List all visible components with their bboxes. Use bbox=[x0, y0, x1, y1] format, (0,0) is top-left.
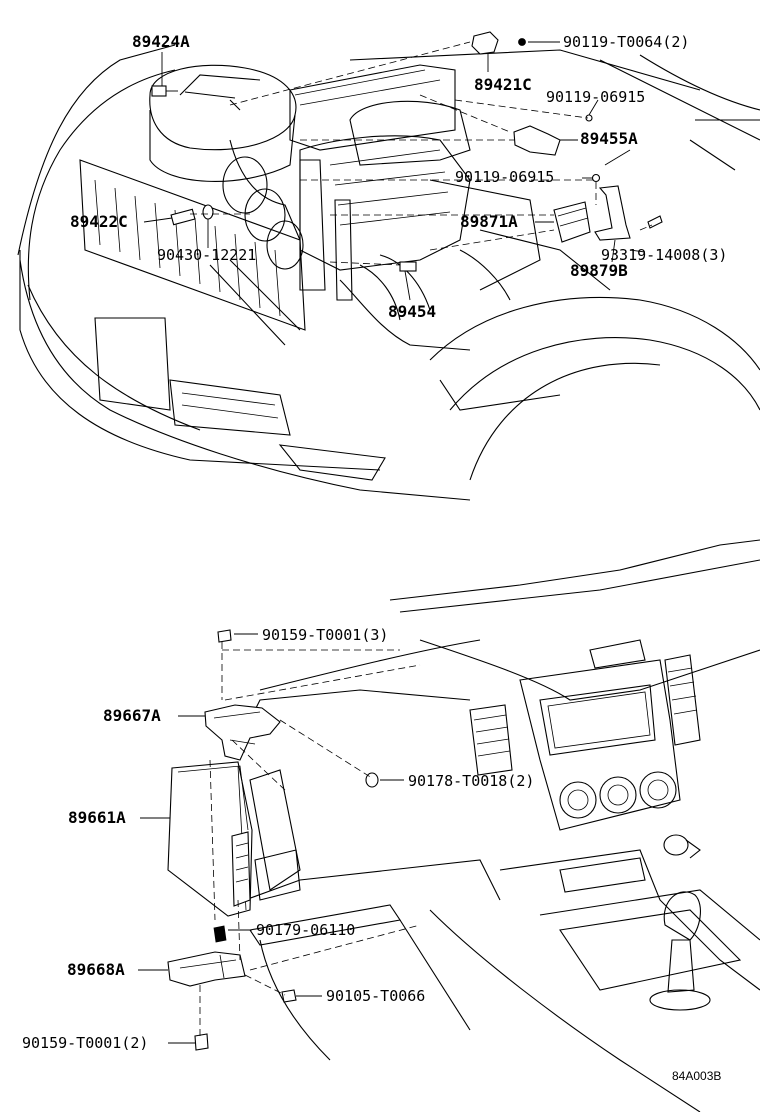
label-90178-T0018: 90178-T0018(2) bbox=[408, 772, 535, 790]
label-90119-T0064: 90119-T0064(2) bbox=[563, 33, 690, 51]
label-90119-06915-a: 90119-06915 bbox=[546, 88, 646, 106]
diagram-code: 84A003B bbox=[672, 1069, 722, 1083]
bolt-90159-T0001-bottom bbox=[194, 1033, 209, 1051]
label-90119-06915-b: 90119-06915 bbox=[455, 168, 555, 186]
bolt-90119-06915-b bbox=[591, 173, 601, 183]
engine-bay-illustration bbox=[17, 44, 760, 501]
gasket-90430-12221 bbox=[202, 204, 214, 220]
label-90159-T0001-top: 90159-T0001(3) bbox=[262, 626, 389, 644]
label-89871A: 89871A bbox=[460, 212, 518, 231]
label-89668A: 89668A bbox=[67, 960, 125, 979]
top-leader-lines bbox=[143, 41, 653, 301]
label-90430-12221: 90430-12221 bbox=[157, 246, 257, 264]
bolt-90159-T0001-top bbox=[217, 629, 232, 643]
label-90105-T0066: 90105-T0066 bbox=[326, 987, 426, 1005]
label-90159-T0001-bottom: 90159-T0001(2) bbox=[22, 1034, 149, 1052]
part-89421C-sensor bbox=[471, 31, 499, 55]
part-89455A-bracket bbox=[513, 125, 561, 156]
bottom-parts bbox=[167, 629, 379, 1051]
part-89871A-module bbox=[553, 201, 591, 243]
label-89667A: 89667A bbox=[103, 706, 161, 725]
part-89454-sensor bbox=[399, 261, 417, 272]
label-89422C: 89422C bbox=[70, 212, 128, 231]
part-89424A-sensor bbox=[151, 85, 167, 97]
label-89455A: 89455A bbox=[580, 129, 638, 148]
bolt-90119-T0064 bbox=[518, 38, 526, 46]
part-89422C-sensor bbox=[170, 208, 196, 226]
top-parts bbox=[151, 31, 663, 272]
nut-90179-06110 bbox=[213, 925, 227, 943]
dashboard-illustration bbox=[239, 539, 760, 1112]
label-89661A: 89661A bbox=[68, 808, 126, 827]
label-89879B: 89879B bbox=[570, 261, 628, 280]
label-89424A: 89424A bbox=[132, 32, 190, 51]
label-90179-06110: 90179-06110 bbox=[256, 921, 356, 939]
part-89667A-bracket bbox=[204, 704, 281, 761]
label-93319-14008: 93319-14008(3) bbox=[601, 246, 728, 264]
label-89421C: 89421C bbox=[474, 75, 532, 94]
bottom-leader-lines bbox=[138, 633, 421, 1044]
bolt-90105-T0066 bbox=[281, 989, 297, 1003]
part-89879B-bracket bbox=[594, 185, 631, 241]
label-89454: 89454 bbox=[388, 302, 437, 321]
part-89668A-bracket bbox=[167, 951, 246, 987]
screw-93319-14008 bbox=[647, 215, 663, 229]
part-89661A-ecu bbox=[167, 761, 253, 917]
